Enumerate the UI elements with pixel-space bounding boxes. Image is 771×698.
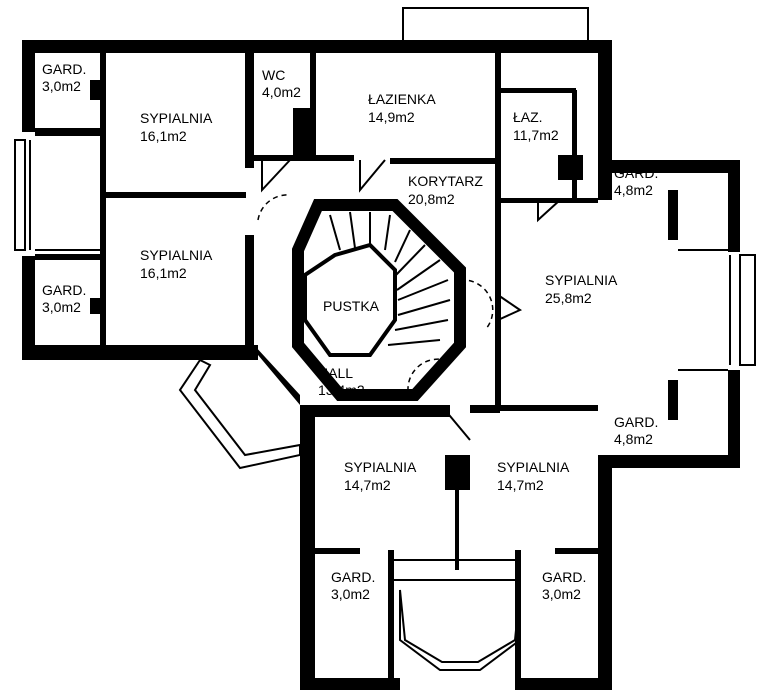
windows	[14, 134, 756, 671]
room-area: 14,7m2	[344, 477, 391, 493]
room-area: 16,1m2	[140, 128, 187, 144]
svg-text:GARD.3,0m2: GARD.3,0m2	[331, 569, 375, 602]
room-name: SYPIALNIA	[140, 247, 213, 263]
svg-text:GARD.3,0m2: GARD.3,0m2	[42, 282, 86, 315]
room-name: GARD.	[42, 61, 86, 77]
svg-text:GARD.4,8m2: GARD.4,8m2	[614, 165, 658, 198]
room-name: SYPIALNIA	[344, 459, 417, 475]
room-area: 13,4m2	[318, 382, 365, 398]
room-name: GARD.	[331, 569, 375, 585]
room-name: ŁAZIENKA	[368, 91, 436, 107]
room-name: HALL	[318, 365, 353, 381]
room-name: GARD.	[542, 569, 586, 585]
room-name: SYPIALNIA	[545, 272, 618, 288]
room-area: 4,0m2	[262, 84, 301, 100]
svg-text:ŁAZ.11,7m2: ŁAZ. 11,7m2	[513, 109, 559, 143]
room-name: SYPIALNIA	[497, 459, 570, 475]
room-area: 25,8m2	[545, 290, 592, 306]
room-area: 3,0m2	[331, 586, 370, 602]
svg-text:GARD.4,8m2: GARD.4,8m2	[614, 414, 658, 447]
doors	[257, 159, 561, 441]
room-area: 4,8m2	[614, 182, 653, 198]
room-area: 3,0m2	[42, 78, 81, 94]
room-area: 3,0m2	[42, 299, 81, 315]
svg-text:GARD.3,0m2: GARD.3,0m2	[542, 569, 586, 602]
room-area: 14,9m2	[368, 109, 415, 125]
stairs	[329, 211, 451, 346]
terrace-outline	[402, 7, 589, 43]
room-name: PUSTKA	[323, 298, 380, 314]
room-area: 20,8m2	[408, 191, 455, 207]
room-area: 16,1m2	[140, 265, 187, 281]
svg-text:WC4,0m2: WC4,0m2	[262, 67, 301, 100]
room-name: ŁAZ.	[513, 109, 543, 125]
room-name: SYPIALNIA	[140, 110, 213, 126]
room-name: WC	[262, 67, 285, 83]
room-area: 14,7m2	[497, 477, 544, 493]
room-area: 4,8m2	[614, 431, 653, 447]
room-area: 11,7m2	[513, 127, 559, 143]
svg-text:GARD.3,0m2: GARD.3,0m2	[42, 61, 86, 94]
room-name: GARD.	[42, 282, 86, 298]
room-name: KORYTARZ	[408, 173, 483, 189]
walls	[22, 7, 740, 690]
room-area: 3,0m2	[542, 586, 581, 602]
room-name: GARD.	[614, 165, 658, 181]
room-name: GARD.	[614, 414, 658, 430]
